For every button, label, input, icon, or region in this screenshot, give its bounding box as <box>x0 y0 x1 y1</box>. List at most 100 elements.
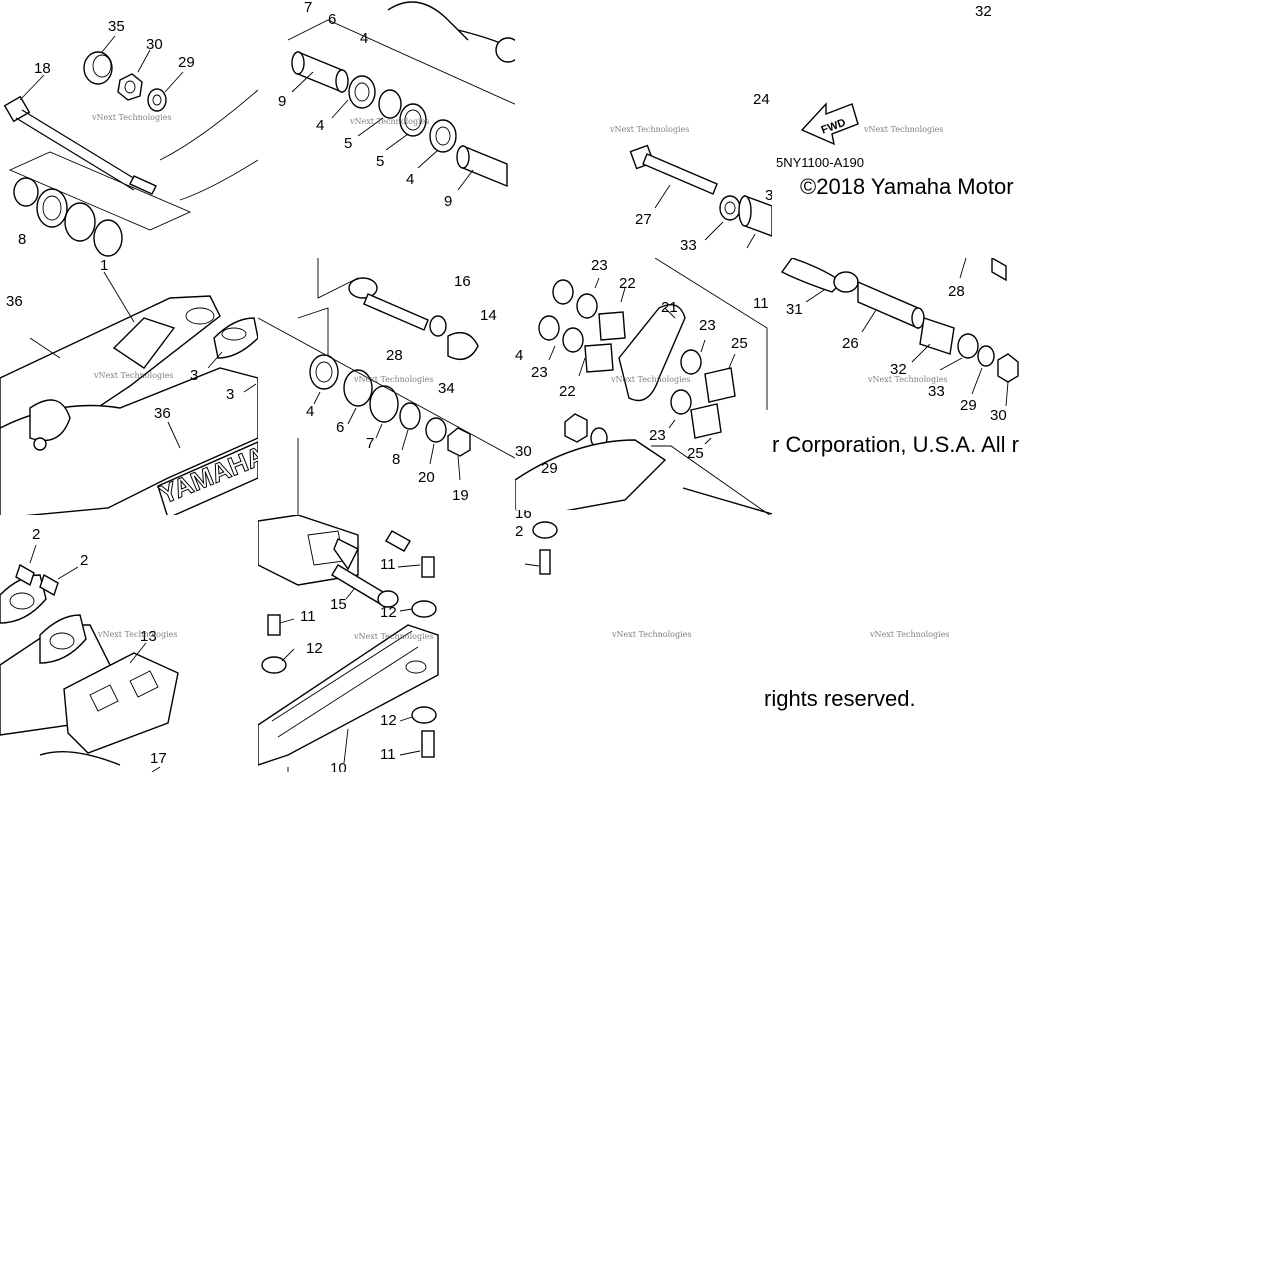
collar-12c-part <box>411 706 437 724</box>
link-parts-illustration: 28 31 26 32 33 29 30 vNext Technologies <box>780 258 1019 424</box>
collar-part <box>738 194 772 237</box>
spacer-22-part <box>598 311 626 341</box>
callout-32: 32 <box>975 3 992 20</box>
callout-2: 2 <box>515 523 523 540</box>
callout-30: 30 <box>990 407 1007 424</box>
pivot-shaft-part <box>3 95 157 195</box>
callout-9b: 9 <box>444 193 452 210</box>
nut-30-part <box>997 353 1019 383</box>
callout-11b: 11 <box>300 608 316 625</box>
callout-9: 9 <box>278 93 286 110</box>
nut-30-part <box>564 413 588 443</box>
callout-21: 21 <box>661 299 678 316</box>
spacer-9-lower-part <box>456 144 508 188</box>
callout-7: 7 <box>304 0 312 16</box>
callout-18: 18 <box>34 60 51 77</box>
collar-25-part <box>704 367 736 403</box>
collar-12b-part <box>261 656 287 674</box>
callout-28: 28 <box>948 283 965 300</box>
callout-11c: 11 <box>380 746 396 763</box>
chain-guide-illustration: 2 2 13 17 vNext Technologies <box>0 526 179 772</box>
callout-4: 4 <box>360 30 368 47</box>
watermark: vNext Technologies <box>349 117 429 126</box>
collar-23b-part <box>538 315 560 341</box>
pivot-bearings-illustration: 16 14 28 34 4 6 7 8 20 19 vNext Technolo… <box>258 258 515 515</box>
washer-29-part <box>147 88 167 112</box>
spacer-22b-part <box>584 343 614 373</box>
bolt-11c-part <box>421 730 435 758</box>
callout-31: 31 <box>786 301 803 318</box>
bolt-11b-part <box>267 614 281 636</box>
copyright-line-1: ©2018 Yamaha Motor <box>800 174 1014 199</box>
watermark-illustration: vNext Technologies <box>869 630 949 639</box>
seal-23b-part <box>562 327 584 353</box>
diagram-code: 5NY1100-A190 <box>776 155 864 170</box>
callout-32: 32 <box>890 361 907 378</box>
callout-10: 10 <box>330 760 347 772</box>
callout-25: 25 <box>731 335 748 352</box>
watermark: vNext Technologies <box>610 375 690 384</box>
callout-22b: 22 <box>559 383 576 400</box>
callout-16: 16 <box>454 273 471 290</box>
chain-slider-10-part <box>258 624 439 766</box>
callout-3: 3 <box>190 367 198 384</box>
callout-17: 17 <box>150 750 167 767</box>
callout-5: 5 <box>344 135 352 152</box>
callout-11: 11 <box>753 295 769 312</box>
bolt-28-part <box>348 277 447 337</box>
callout-33: 33 <box>928 383 945 400</box>
seal-33-part <box>957 333 979 359</box>
watermark: vNext Technologies <box>93 371 173 380</box>
fwd-arrow-illustration: FWD vNext Technologies 32 <box>800 3 992 146</box>
callout-34: 34 <box>438 380 455 397</box>
washer-33-part <box>719 195 741 221</box>
callout-30: 30 <box>515 443 532 460</box>
swingarm-illustration: YAMAHA 1 36 3 3 36 vNext Technologies <box>0 258 258 515</box>
callout-2: 2 <box>32 526 40 543</box>
diagram-tile-relay-arm: 23 22 21 23 25 23 22 23 25 30 29 4 11 vN… <box>515 258 772 515</box>
collar-23-part <box>552 279 574 305</box>
watermark: vNext Technologies <box>869 630 949 639</box>
callout-4: 4 <box>515 347 523 364</box>
ring-7-part <box>369 385 399 423</box>
callout-23c: 23 <box>531 364 548 381</box>
watermark: vNext Technologies <box>353 375 433 384</box>
callout-6: 6 <box>328 11 336 28</box>
callout-3b: 3 <box>226 386 234 403</box>
callout-2b: 2 <box>80 552 88 569</box>
diagram-tile-watermark-2: vNext Technologies <box>590 600 710 670</box>
seal-23c-part <box>680 349 702 375</box>
callout-35: 35 <box>108 18 125 35</box>
seal-6-part <box>343 369 373 407</box>
callout-29: 29 <box>178 54 195 71</box>
diagram-tile-chain-slider: 24 11 15 12 11 12 12 11 10 vNext Technol… <box>258 515 440 772</box>
callout-23d: 23 <box>649 427 666 444</box>
watermark: vNext Technologies <box>353 632 433 641</box>
diagram-tile-bearings: 7 6 4 9 4 5 5 4 9 vNext Technologies <box>258 0 515 258</box>
bearing-4-part <box>309 354 339 390</box>
callout-29: 29 <box>960 397 977 414</box>
bolt-27-part <box>629 144 718 195</box>
callout-36b: 36 <box>154 405 171 422</box>
callout-23: 23 <box>591 258 608 274</box>
collar-25b-part <box>690 403 722 439</box>
chain-slider-illustration: 24 11 15 12 11 12 12 11 10 vNext Technol… <box>258 515 439 772</box>
callout-8: 8 <box>392 451 400 468</box>
callout-14: 14 <box>480 307 497 324</box>
callout-4: 4 <box>306 403 314 420</box>
relay-arm-illustration: 23 22 21 23 25 23 22 23 25 30 29 4 11 vN… <box>515 258 772 515</box>
bracket-24-part <box>258 515 359 586</box>
chain-puller-3-part <box>213 317 258 359</box>
bearings-illustration: 7 6 4 9 4 5 5 4 9 vNext Technologies <box>278 0 515 210</box>
connecting-rod-part <box>515 439 667 515</box>
diagram-tile-chain-guide: 2 2 13 17 vNext Technologies <box>0 515 258 772</box>
callout-12c: 12 <box>380 712 397 729</box>
callout-16: 16 <box>515 510 532 522</box>
diagram-tile-header: FWD vNext Technologies 32 5NY1100-A190 ©… <box>772 0 1029 258</box>
callout-33: 33 <box>680 237 697 254</box>
callout-1: 1 <box>100 258 108 274</box>
diagram-tile-watermark-1: 24 27 33 3 vNext Technologies <box>515 0 772 258</box>
callout-7: 7 <box>366 435 374 452</box>
collar-26-part <box>857 280 919 330</box>
